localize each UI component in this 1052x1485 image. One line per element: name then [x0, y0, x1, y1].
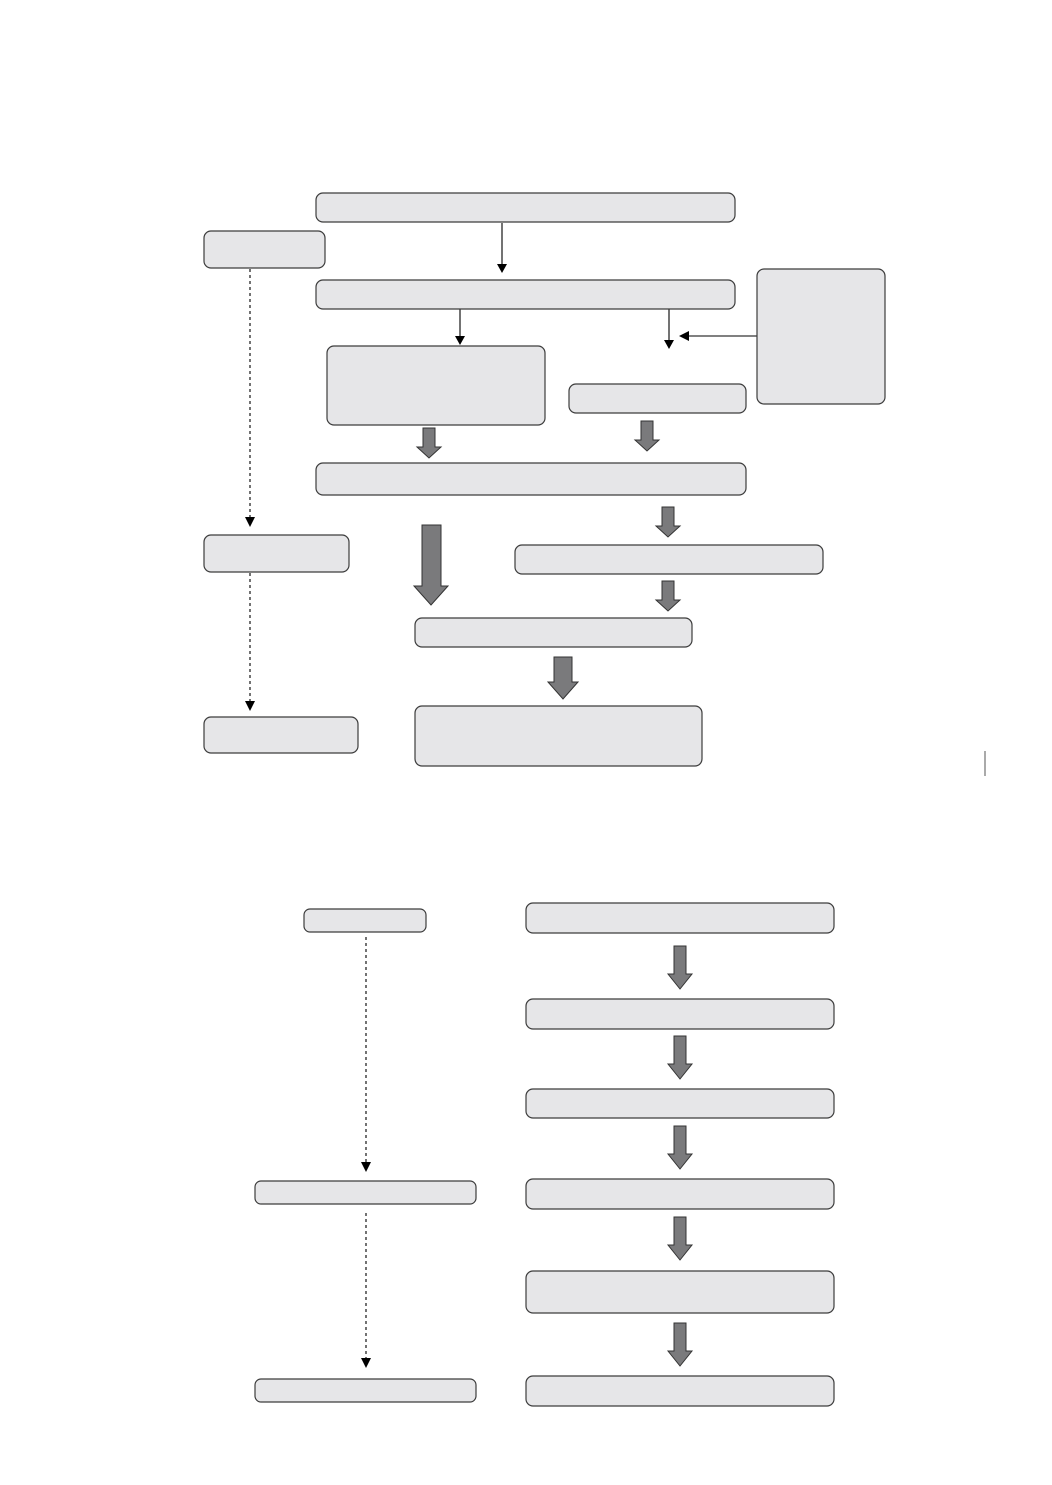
- node-bottom-step-2: [525, 998, 835, 1030]
- block-arrow: [666, 1322, 694, 1367]
- node-right-step: [514, 544, 824, 575]
- block-arrow: [666, 1216, 694, 1261]
- node-combine: [414, 617, 693, 648]
- node-bottom-side-3: [254, 1378, 477, 1403]
- block-arrow-large: [412, 524, 450, 606]
- arrowhead: [361, 1162, 371, 1172]
- node-bottom-step-5: [525, 1270, 835, 1314]
- bottom-block-arrows: [666, 945, 694, 1367]
- node-side-1: [203, 230, 326, 269]
- node-side-2: [203, 534, 350, 573]
- block-arrow: [666, 1125, 694, 1170]
- node-side-3: [203, 716, 359, 754]
- diagram-bottom: [254, 902, 835, 1407]
- arrowhead: [455, 336, 465, 345]
- block-arrow: [654, 580, 682, 612]
- node-bottom-side-2: [254, 1180, 477, 1205]
- arrowhead: [361, 1358, 371, 1368]
- block-arrow: [633, 420, 661, 452]
- node-source: [315, 192, 736, 223]
- node-note: [756, 268, 886, 405]
- node-step-1: [315, 279, 736, 310]
- node-bottom-step-3: [525, 1088, 835, 1119]
- node-right-branch: [568, 383, 747, 414]
- block-arrow-large: [546, 656, 580, 700]
- arrowhead: [664, 340, 674, 349]
- block-arrow: [415, 427, 443, 459]
- block-arrow: [666, 945, 694, 990]
- node-result: [414, 705, 703, 767]
- top-block-arrows: [412, 420, 682, 700]
- arrowhead: [679, 331, 689, 341]
- node-merge: [315, 462, 747, 496]
- node-bottom-step-6: [525, 1375, 835, 1407]
- node-bottom-step-4: [525, 1178, 835, 1210]
- arrowhead: [245, 517, 255, 527]
- diagram-top: [203, 192, 886, 767]
- block-arrow: [654, 506, 682, 538]
- block-arrow: [666, 1035, 694, 1080]
- top-connectors: [245, 223, 757, 711]
- bottom-connectors: [361, 937, 371, 1368]
- node-bottom-step-1: [525, 902, 835, 934]
- node-left-branch: [326, 345, 546, 426]
- arrowhead: [245, 701, 255, 711]
- arrowhead: [497, 264, 507, 273]
- node-bottom-side-1: [303, 908, 427, 933]
